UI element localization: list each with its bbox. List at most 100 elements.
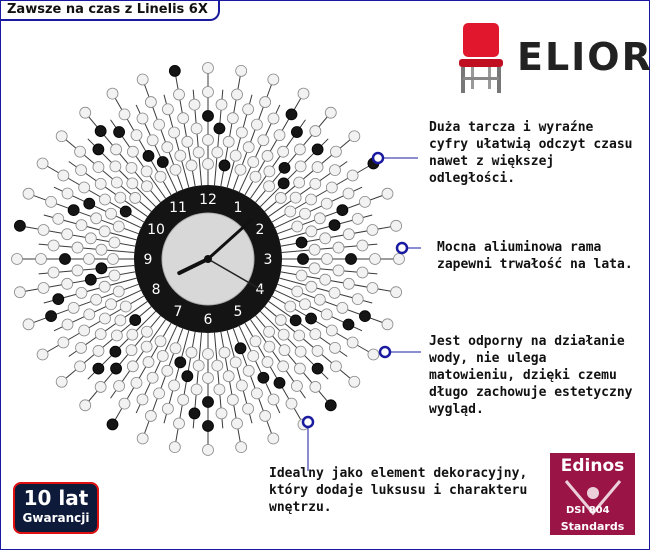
clock-numeral: 11 — [169, 200, 187, 216]
crystal-bead — [390, 286, 402, 299]
warranty-years: 10 lat — [23, 486, 89, 510]
crystal-bead — [249, 170, 262, 183]
crystal-bead — [153, 387, 165, 400]
clock-numeral: 2 — [256, 222, 265, 238]
crystal-bead — [309, 381, 322, 393]
crystal-bead — [381, 187, 394, 200]
black-bead — [92, 362, 105, 375]
crystal-bead — [37, 282, 50, 294]
crystal-bead — [330, 360, 342, 373]
crystal-bead — [235, 65, 248, 77]
crystal-bead — [242, 103, 255, 116]
crystal-bead — [174, 149, 187, 162]
black-bead — [257, 371, 270, 384]
crystal-bead — [213, 383, 226, 396]
crystal-bead — [202, 444, 214, 456]
crystal-bead — [309, 328, 322, 341]
crystal-bead — [226, 112, 239, 125]
crystal-bead — [110, 143, 122, 156]
crystal-bead — [294, 345, 307, 358]
crystal-bead — [92, 161, 105, 173]
clock-numeral: 3 — [264, 252, 273, 268]
crystal-bead — [94, 328, 107, 341]
crystal-bead — [267, 112, 280, 125]
crystal-bead — [108, 269, 121, 282]
crystal-bead — [263, 325, 275, 338]
crystal-bead — [36, 157, 49, 170]
black-bead — [218, 159, 231, 172]
crystal-bead — [75, 287, 88, 299]
crystal-bead — [294, 143, 306, 156]
crystal-bead — [79, 399, 92, 412]
clock-numeral: 4 — [256, 282, 265, 298]
black-bead — [202, 396, 214, 408]
crystal-bead — [291, 285, 304, 298]
crystal-bead — [267, 432, 280, 445]
crystal-bead — [105, 207, 117, 220]
crystal-bead — [325, 181, 338, 194]
crystal-bead — [308, 243, 321, 256]
crystal-bead — [277, 360, 290, 373]
crystal-bead — [309, 177, 322, 190]
crystal-bead — [94, 381, 107, 393]
crystal-bead — [305, 193, 317, 206]
clock-beads — [11, 62, 405, 456]
crystal-bead — [52, 212, 65, 225]
crystal-bead — [95, 243, 108, 256]
crystal-bead — [274, 314, 287, 326]
crystal-bead — [359, 195, 371, 208]
crystal-bead — [273, 129, 286, 142]
crystal-bead — [320, 308, 333, 321]
crystal-bead — [263, 165, 276, 178]
crystal-bead — [55, 375, 68, 388]
brand-logo: ELIOR — [451, 21, 650, 101]
black-bead — [273, 376, 286, 389]
crystal-bead — [169, 163, 182, 176]
crystal-bead — [161, 103, 174, 116]
crystal-bead — [161, 141, 174, 154]
crystal-bead — [98, 225, 111, 238]
crystal-bead — [126, 145, 139, 158]
crystal-bead — [329, 164, 341, 176]
crystal-bead — [259, 96, 272, 108]
crystal-bead — [113, 380, 125, 392]
crystal-bead — [78, 181, 91, 194]
crystal-bead — [251, 118, 263, 131]
crystal-bead — [129, 192, 142, 204]
crystal-bead — [202, 372, 214, 384]
black-bead — [95, 262, 108, 275]
crystal-bead — [154, 335, 167, 348]
clock-numeral: 6 — [204, 312, 213, 328]
crystal-bead — [57, 336, 70, 349]
crystal-bead — [55, 130, 68, 143]
crystal-bead — [289, 191, 302, 204]
callout-decor: Idealny jako element dekoracyjny, który … — [269, 466, 528, 515]
crystal-bead — [37, 224, 50, 236]
crystal-bead — [114, 191, 127, 204]
crystal-bead — [293, 176, 306, 189]
black-bead — [174, 356, 187, 369]
crystal-bead — [247, 156, 260, 168]
crystal-bead — [109, 160, 122, 173]
crystal-bead — [236, 379, 248, 392]
crystal-bead — [94, 177, 107, 190]
clock-numeral: 9 — [144, 252, 153, 268]
crystal-bead — [61, 318, 74, 331]
crystal-bead — [346, 169, 359, 182]
black-bead — [359, 310, 371, 323]
black-bead — [168, 65, 181, 77]
crystal-bead — [108, 236, 121, 249]
crystal-bead — [136, 393, 149, 406]
black-bead — [52, 293, 65, 306]
certification-name: Edinos — [560, 456, 625, 476]
black-bead — [110, 362, 122, 375]
crystal-bead — [211, 359, 224, 372]
crystal-bead — [366, 224, 379, 236]
crystal-bead — [118, 397, 131, 410]
certification-badge: Edinos DSI 804 Standards — [550, 453, 635, 535]
crystal-bead — [190, 122, 203, 135]
crystal-bead — [71, 241, 84, 254]
crystal-bead — [263, 180, 275, 193]
crystal-bead — [168, 379, 180, 392]
black-bead — [59, 253, 71, 265]
